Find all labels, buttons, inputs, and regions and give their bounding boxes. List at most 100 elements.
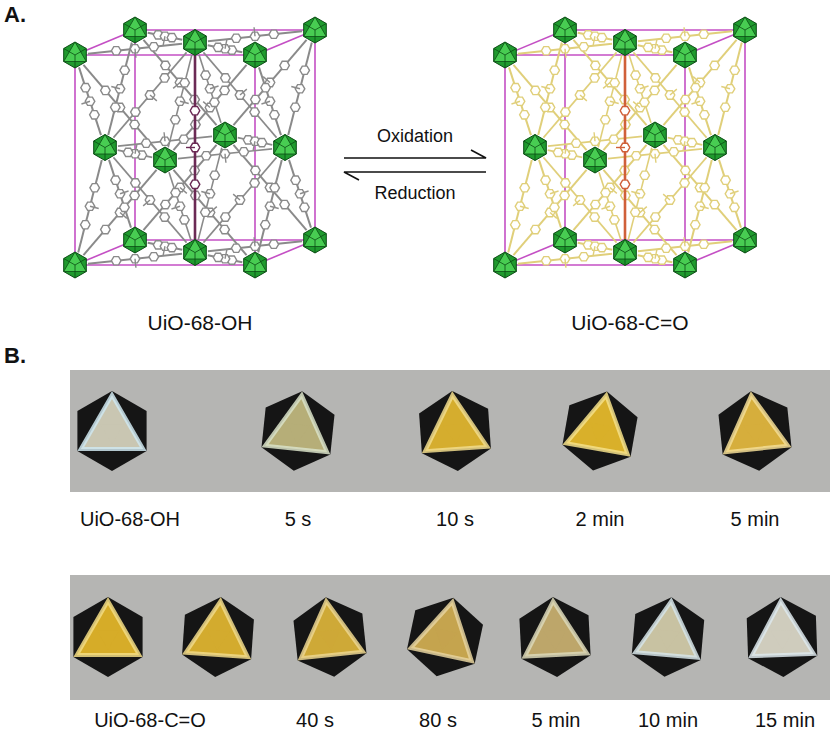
linker: [638, 237, 732, 252]
crystal-edge: [295, 598, 363, 658]
benzene-ring: [101, 225, 111, 233]
linker-bond: [513, 65, 586, 150]
substituent: [520, 206, 529, 208]
crystal-centre: [286, 423, 310, 444]
cluster-edge: [715, 148, 716, 161]
cluster-edge: [255, 265, 256, 278]
panel-letter: B.: [4, 343, 26, 368]
linker: [143, 40, 216, 125]
cell-edge: [314, 30, 316, 240]
crystal-centre: [544, 630, 567, 650]
benzene-ring: [250, 108, 260, 116]
cluster-edge: [124, 234, 135, 241]
benzene-ring: [300, 66, 310, 74]
cluster-edge: [625, 36, 636, 43]
crystal-centre: [656, 630, 680, 651]
crystal-edge: [81, 395, 143, 449]
benzene-ring: [251, 166, 261, 174]
substituent: [601, 206, 610, 209]
substituent: [261, 101, 270, 104]
cluster-edge: [255, 55, 256, 68]
benzene-ring: [681, 166, 691, 174]
benzene-ring: [550, 203, 560, 211]
benzene-ring: [201, 208, 211, 216]
substituent: [253, 237, 255, 246]
benzene-ring: [620, 107, 630, 115]
benzene-ring: [180, 216, 190, 224]
benzene-ring: [710, 200, 720, 208]
benzene-ring: [643, 253, 653, 261]
crystal: [73, 597, 142, 677]
benzene-ring: [220, 225, 230, 233]
benzene-ring: [270, 184, 280, 192]
substituent: [186, 147, 195, 148]
photo-caption: 5 s: [285, 508, 312, 531]
linker: [203, 52, 276, 137]
substituent: [210, 207, 217, 213]
linker: [663, 40, 736, 125]
substituent: [721, 87, 730, 89]
crystal: [746, 596, 818, 678]
benzene-ring: [610, 79, 620, 87]
zr-cluster: [184, 240, 207, 266]
cluster-edge: [105, 148, 106, 161]
zr-cluster: [244, 252, 267, 278]
crystal: [418, 389, 493, 474]
cluster-body: [94, 135, 117, 161]
cluster-edge: [685, 259, 696, 266]
cluster-body: [124, 17, 147, 43]
crystal: [630, 594, 706, 680]
cell-edge: [505, 264, 685, 266]
crystal-face: [635, 598, 702, 657]
cluster-edge: [494, 49, 505, 56]
cluster-body: [274, 135, 297, 161]
cluster-edge: [494, 259, 505, 266]
cluster-edge: [75, 259, 86, 266]
benzene-ring: [111, 257, 121, 265]
linker-bond: [599, 172, 621, 240]
benzene-ring: [179, 135, 189, 143]
cell-edge: [134, 30, 136, 240]
benzene-ring: [231, 244, 241, 252]
linker: [689, 67, 711, 135]
cluster-body: [184, 240, 207, 266]
crystal-outline: [291, 594, 368, 681]
zr-cluster: [584, 147, 607, 173]
photo-caption: 10 s: [436, 508, 474, 531]
cluster-edge: [625, 43, 626, 56]
zr-cluster: [524, 135, 547, 161]
substituent: [225, 250, 227, 259]
cell-edge: [75, 54, 255, 56]
substituent: [691, 101, 700, 104]
benzene-ring: [171, 189, 181, 197]
structure-name: UiO-68-C=O: [571, 311, 688, 335]
crystal-centre: [318, 629, 342, 650]
benzene-ring: [210, 98, 220, 106]
cluster-edge: [184, 36, 195, 43]
cluster-body: [554, 227, 577, 253]
zr-cluster: [674, 252, 697, 278]
substituent: [603, 83, 610, 89]
linker-bond: [718, 43, 742, 135]
linker: [629, 55, 651, 123]
linker-bond: [633, 157, 706, 242]
unit-cell: [505, 30, 745, 265]
mof-lattice: [494, 17, 757, 278]
cluster-edge: [674, 49, 685, 56]
linker-bond: [199, 55, 221, 123]
cluster-edge: [195, 253, 196, 266]
cluster-edge: [135, 234, 146, 241]
cluster-body: [644, 122, 667, 148]
cluster-edge: [685, 55, 686, 68]
substituent: [163, 246, 165, 255]
cell-edge: [504, 55, 506, 265]
cluster-edge: [195, 43, 196, 56]
cell-edge: [505, 54, 685, 56]
crystal-outline: [630, 594, 706, 680]
substituent: [81, 101, 90, 104]
benzene-ring: [101, 86, 111, 94]
benzene-ring: [161, 200, 171, 208]
substituent: [253, 27, 255, 36]
zr-cluster: [244, 42, 267, 68]
